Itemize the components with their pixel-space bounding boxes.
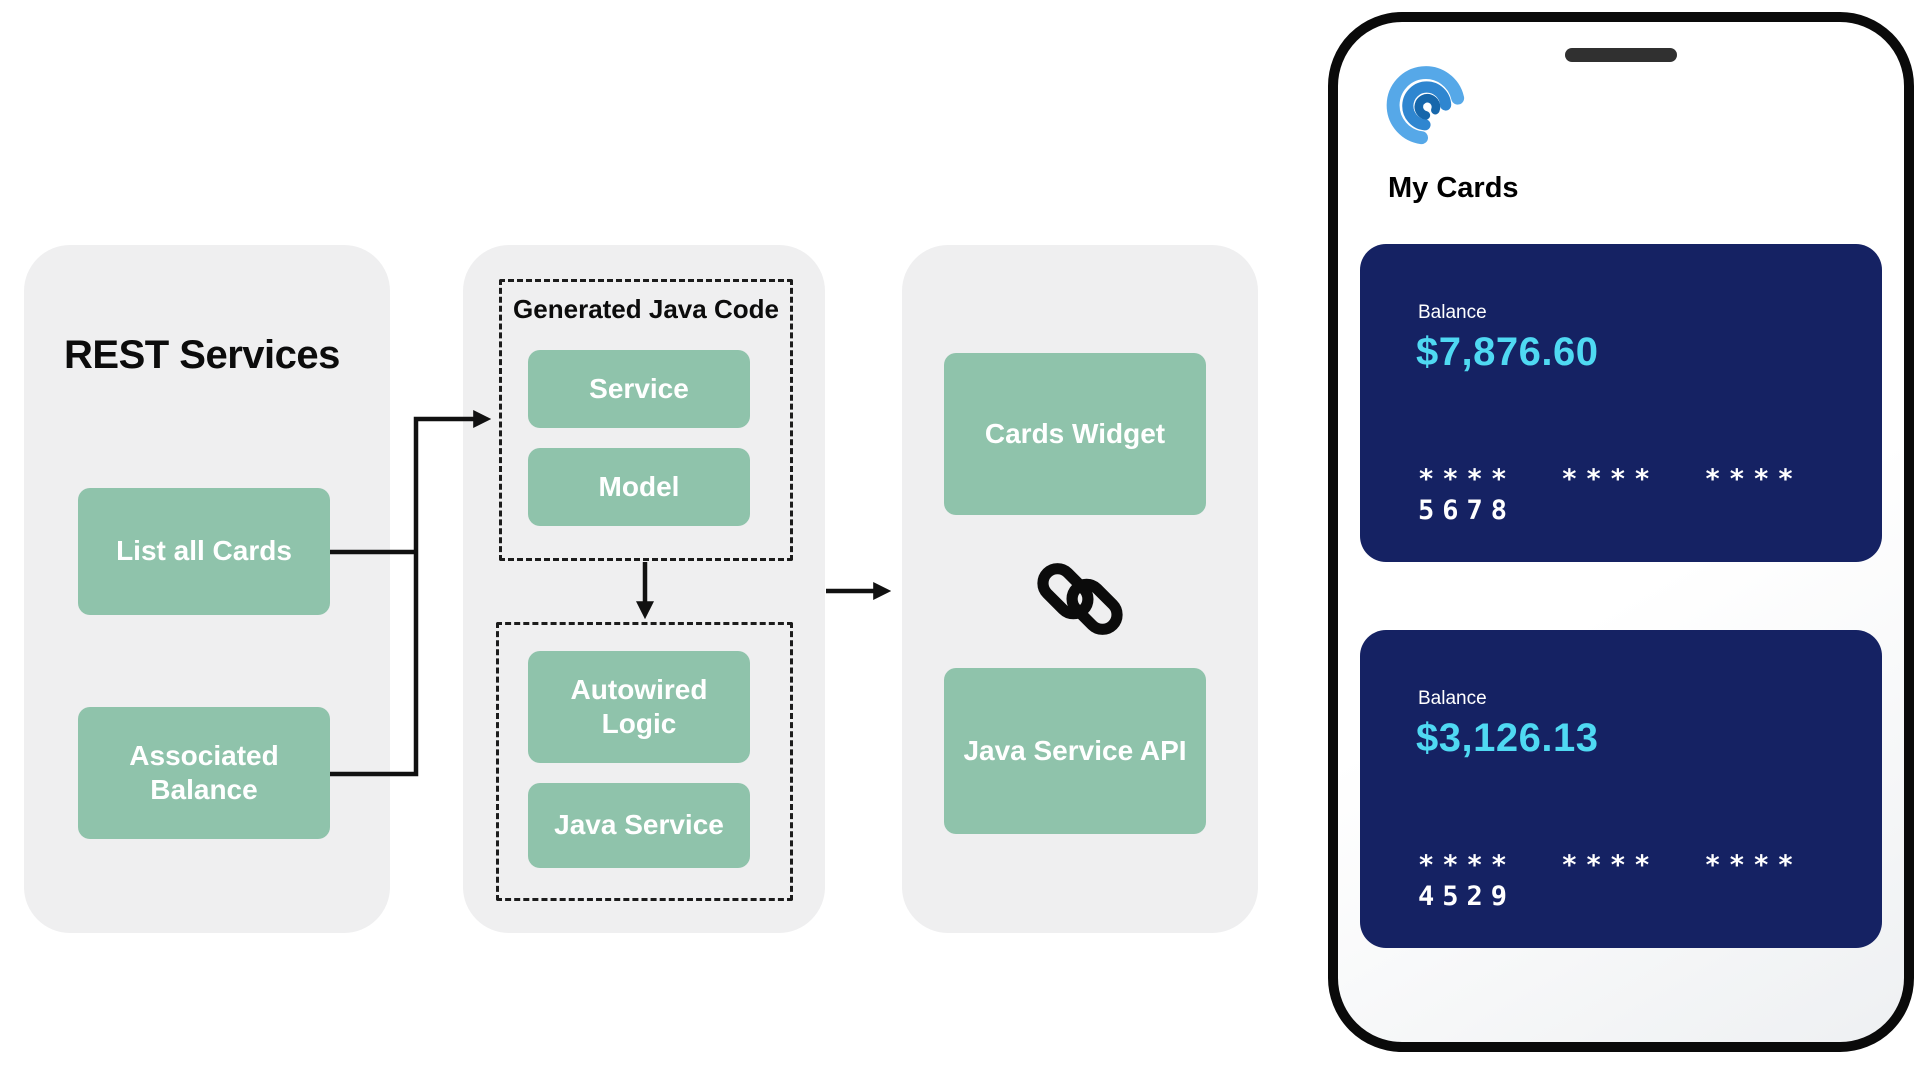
app-title: My Cards	[1388, 172, 1519, 204]
node-java-service-api: Java Service API	[944, 668, 1206, 834]
node-service: Service	[528, 350, 750, 428]
generated-code-panel: Generated Java Code Service Model Autowi…	[463, 245, 825, 933]
node-list-all-cards: List all Cards	[78, 488, 330, 615]
card-masked-number: **** **** **** 5678	[1418, 464, 1802, 526]
node-autowired-logic: Autowired Logic	[528, 651, 750, 763]
phone-mockup: My Cards Balance $7,876.60 **** **** ***…	[1328, 12, 1914, 1052]
card-masked-number: **** **** **** 4529	[1418, 850, 1802, 912]
rest-services-title: REST Services	[64, 333, 340, 377]
generated-java-code-group: Generated Java Code Service Model	[499, 279, 793, 561]
chain-link-icon	[1024, 543, 1136, 655]
node-model: Model	[528, 448, 750, 526]
integration-panel: Cards Widget Java Service API	[902, 245, 1258, 933]
bank-card[interactable]: Balance $7,876.60 **** **** **** 5678	[1360, 244, 1882, 562]
balance-label: Balance	[1418, 302, 1487, 323]
bank-card[interactable]: Balance $3,126.13 **** **** **** 4529	[1360, 630, 1882, 948]
logic-group: Autowired Logic Java Service	[496, 622, 793, 901]
balance-label: Balance	[1418, 688, 1487, 709]
node-cards-widget: Cards Widget	[944, 353, 1206, 515]
card-amount: $7,876.60	[1416, 330, 1599, 374]
rest-services-panel: REST Services List all Cards Associated …	[24, 245, 390, 933]
node-associated-balance: Associated Balance	[78, 707, 330, 839]
node-java-service: Java Service	[528, 783, 750, 868]
generated-java-code-title: Generated Java Code	[513, 294, 779, 324]
card-amount: $3,126.13	[1416, 716, 1599, 760]
speaker-notch	[1565, 48, 1677, 62]
wave-logo-icon	[1382, 62, 1468, 148]
